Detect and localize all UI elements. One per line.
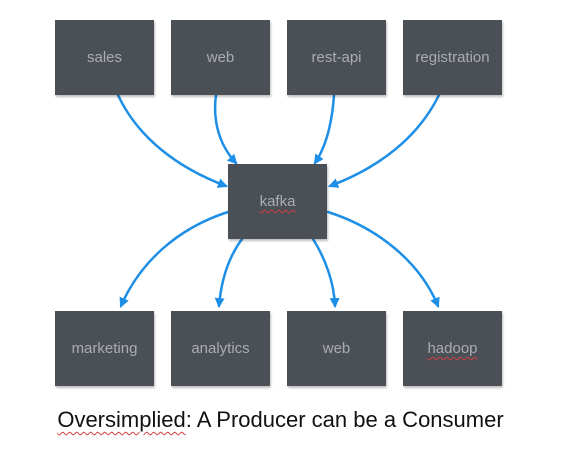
broker-node-kafka: kafka — [228, 164, 327, 239]
producer-node-registration: registration — [403, 20, 502, 95]
broker-label: kafka — [259, 193, 296, 210]
producer-label: rest-api — [311, 49, 362, 66]
consumer-node-hadoop: hadoop — [403, 311, 502, 386]
arrow-web-to-kafka — [213, 93, 238, 165]
consumer-label: analytics — [191, 340, 250, 357]
producer-label: registration — [415, 49, 490, 66]
arrow-kafka-to-web — [311, 237, 340, 308]
diagram-caption: Oversimplied: A Producer can be a Consum… — [0, 407, 561, 433]
consumer-node-web: web — [287, 311, 386, 386]
producer-node-sales: sales — [55, 20, 154, 95]
producer-node-web: web — [171, 20, 270, 95]
arrow-kafka-to-marketing — [119, 210, 230, 308]
arrow-rest-api-to-kafka — [313, 93, 336, 165]
consumer-label: web — [322, 340, 351, 357]
caption-word: Oversimplied — [57, 407, 186, 432]
arrow-kafka-to-hadoop — [326, 210, 440, 308]
consumer-node-analytics: analytics — [171, 311, 270, 386]
arrow-registration-to-kafka — [328, 93, 441, 188]
arrow-kafka-to-analytics — [214, 237, 244, 308]
producer-label: sales — [86, 49, 123, 66]
producer-label: web — [206, 49, 235, 66]
arrow-sales-to-kafka — [116, 93, 228, 188]
consumer-label: marketing — [71, 340, 138, 357]
producer-node-rest-api: rest-api — [287, 20, 386, 95]
consumer-label: hadoop — [427, 340, 478, 357]
caption-rest: : A Producer can be a Consumer — [185, 407, 504, 432]
consumer-node-marketing: marketing — [55, 311, 154, 386]
